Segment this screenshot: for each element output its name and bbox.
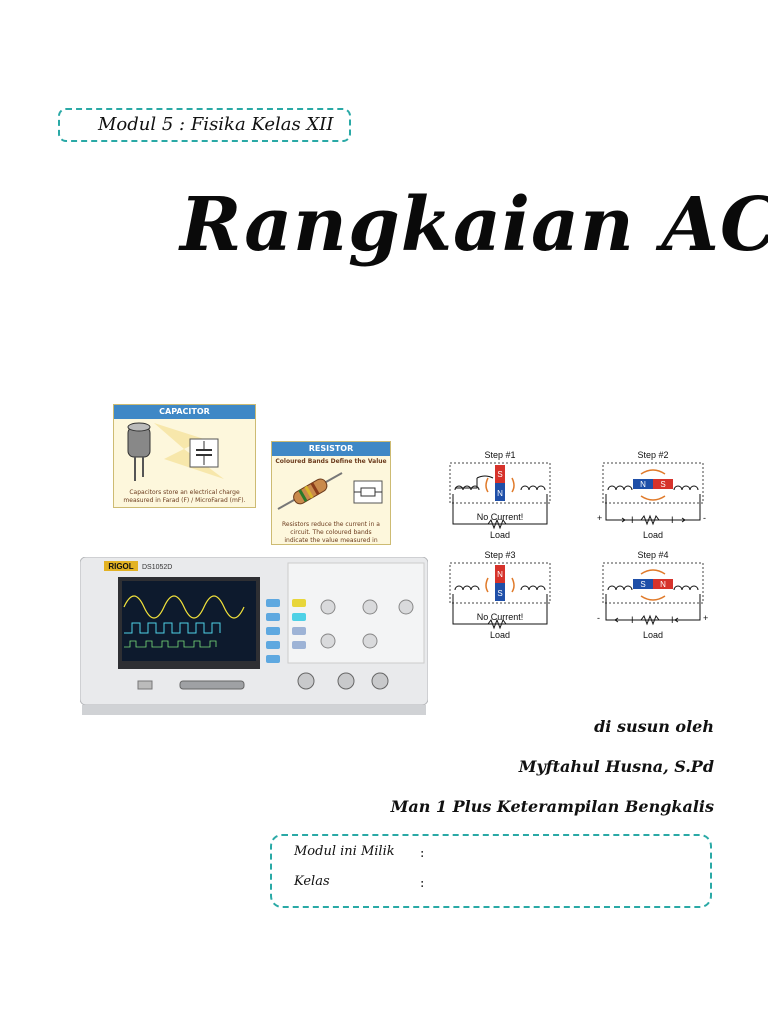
resistor-card-subheading: Coloured Bands Define the Value [275, 458, 387, 465]
step-4-current-right: I [671, 615, 674, 625]
owner-info-box [270, 834, 712, 908]
generator-step-2: Step #2 N S + - I I Load [597, 450, 706, 540]
step-4-right-pole: N [660, 580, 666, 589]
step-4-left-pole: S [640, 580, 645, 589]
step-3-status: No Current! [477, 612, 524, 622]
page-title: Rangkaian AC [180, 182, 768, 268]
generator-steps-diagram: Step #1 S N No Current! Load Step #2 N S… [449, 450, 708, 640]
step-1-top-pole: S [497, 470, 502, 479]
generator-step-1: Step #1 S N No Current! Load [449, 450, 551, 540]
module-label-box [58, 108, 351, 142]
capacitor-card-description: Capacitors store an electrical charge me… [123, 489, 246, 504]
credit-author: Myftahul Husna, S.Pd [518, 757, 714, 776]
step-3-load: Load [490, 630, 510, 640]
oscilloscope-model: DS1052D [142, 564, 172, 571]
oscilloscope-brand: RIGOL [108, 562, 133, 571]
generator-step-4: Step #4 S N - + I I Load [597, 550, 708, 640]
resistor-card: RESISTOR Coloured Bands Define the Value… [271, 441, 391, 545]
step-3-bottom-pole: S [497, 589, 502, 598]
step-4-load: Load [643, 630, 663, 640]
step-4-minus: - [597, 613, 600, 623]
step-4-label: Step #4 [637, 550, 668, 560]
resistor-illustration [277, 472, 383, 510]
oscilloscope-photo: RIGOL DS1052D [80, 557, 428, 715]
capacitor-illustration [127, 422, 224, 481]
step-4-plus: + [703, 613, 708, 623]
module-label: Modul 5 : Fisika Kelas XII [98, 114, 334, 135]
step-1-status: No Current! [477, 512, 524, 522]
step-2-current-right: I [671, 515, 674, 525]
step-3-top-pole: N [497, 570, 503, 579]
capacitor-card: CAPACITOR Capacitors store an electrical… [113, 404, 256, 508]
credit-compiled-by: di susun oleh [594, 717, 714, 736]
credit-school: Man 1 Plus Keterampilan Bengkalis [390, 797, 714, 816]
step-2-left-pole: N [640, 480, 646, 489]
step-2-label: Step #2 [637, 450, 668, 460]
class-label: Kelas [294, 874, 330, 889]
class-colon: : [420, 876, 425, 891]
step-1-bottom-pole: N [497, 489, 503, 498]
generator-step-3: Step #3 N S No Current! Load [449, 550, 551, 640]
step-1-label: Step #1 [484, 450, 515, 460]
resistor-card-heading: RESISTOR [272, 442, 390, 456]
step-2-minus: - [703, 513, 706, 523]
step-1-load: Load [490, 530, 510, 540]
step-2-load: Load [643, 530, 663, 540]
step-3-label: Step #3 [484, 550, 515, 560]
step-2-current-left: I [631, 515, 634, 525]
step-2-plus: + [597, 513, 602, 523]
capacitor-card-heading: CAPACITOR [114, 405, 255, 419]
step-2-right-pole: S [660, 480, 665, 489]
owner-label: Modul ini Milik [294, 844, 395, 859]
step-4-current-left: I [631, 615, 634, 625]
owner-colon: : [420, 846, 425, 861]
resistor-card-description: Resistors reduce the current in a circui… [282, 521, 380, 544]
